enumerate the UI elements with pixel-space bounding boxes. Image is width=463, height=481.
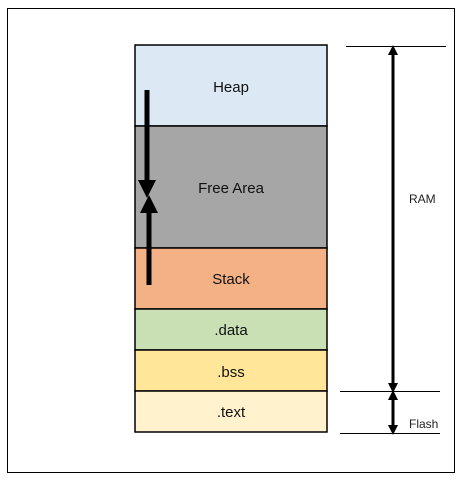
segment-bss bbox=[134, 349, 328, 392]
segment-bss-label: .bss bbox=[217, 364, 245, 381]
segment-free-area bbox=[134, 125, 328, 249]
segment-data-label: .data bbox=[214, 322, 248, 339]
segment-stack-label: Stack bbox=[212, 271, 250, 288]
segment-stack-group: Heap Free Area Stack .data .bss .text bbox=[134, 44, 328, 433]
segment-free-area-label: Free Area bbox=[198, 180, 265, 197]
ram-label: RAM bbox=[409, 192, 436, 206]
segment-text bbox=[134, 390, 328, 433]
segment-text-label: .text bbox=[217, 404, 246, 421]
segment-stack bbox=[134, 247, 328, 310]
segment-heap-label: Heap bbox=[213, 79, 249, 96]
segment-heap bbox=[134, 44, 328, 127]
flash-label: Flash bbox=[409, 417, 438, 431]
